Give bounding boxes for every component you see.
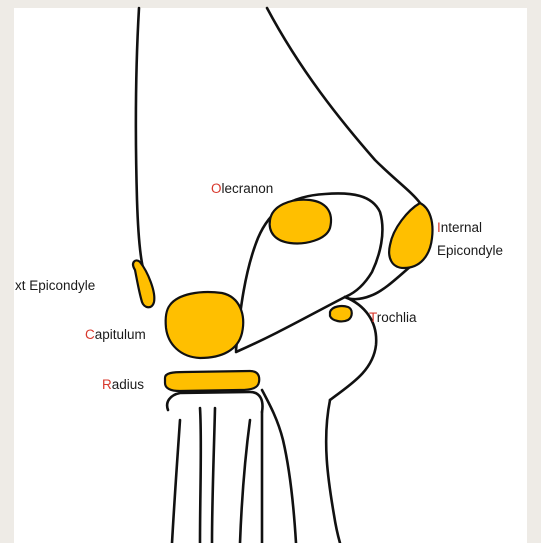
trochlia-center [330,306,352,321]
trochlia-label: Trochlia [369,310,417,325]
radius-head-center [165,371,259,391]
capitulum-label: Capitulum [85,327,146,342]
radius-inner-line-1 [200,408,201,543]
ext-epicondyle-label: xt Epicondyle [15,278,95,293]
capitulum-center [166,292,244,358]
internal-epicondyle-label-line2: Epicondyle [437,243,503,258]
olecranon-label: Olecranon [211,181,273,196]
olecranon-center [270,200,331,244]
diagram-panel [14,8,527,543]
radius-label: Radius [102,377,144,392]
internal-epicondyle-label: Internal [437,220,482,235]
